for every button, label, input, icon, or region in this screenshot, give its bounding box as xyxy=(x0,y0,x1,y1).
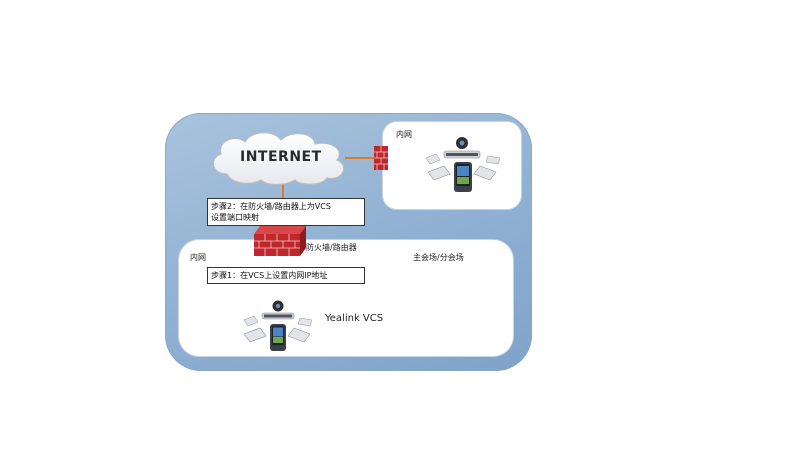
step2-callout: 步骤2：在防火墙/路由器上为VCS 设置端口映射 xyxy=(207,198,365,226)
remote-firewall-icon xyxy=(374,146,388,170)
step2-line2: 设置端口映射 xyxy=(211,213,259,222)
step1-text: 步骤1：在VCS上设置内网IP地址 xyxy=(211,271,328,280)
step2-line1: 步骤2：在防火墙/路由器上为VCS xyxy=(211,202,331,211)
firewall-router-icon xyxy=(254,226,306,256)
local-vcs-terminal-icon xyxy=(243,300,313,351)
internet-label: INTERNET xyxy=(240,149,322,165)
venue-label: 主会场/分会场 xyxy=(413,253,464,262)
firewall-router-label: 防火墙/路由器 xyxy=(306,243,357,252)
remote-intranet-box xyxy=(383,122,521,209)
remote-vcs-terminal-icon xyxy=(425,137,501,192)
local-intranet-label: 内网 xyxy=(190,253,206,262)
device-name-label: Yealink VCS xyxy=(325,313,384,324)
step1-callout: 步骤1：在VCS上设置内网IP地址 xyxy=(207,267,365,284)
internet-cloud-icon xyxy=(212,132,345,186)
remote-intranet-label: 内网 xyxy=(396,130,412,139)
local-intranet-box xyxy=(179,240,513,356)
link-cloud-to-right-firewall xyxy=(345,157,378,159)
